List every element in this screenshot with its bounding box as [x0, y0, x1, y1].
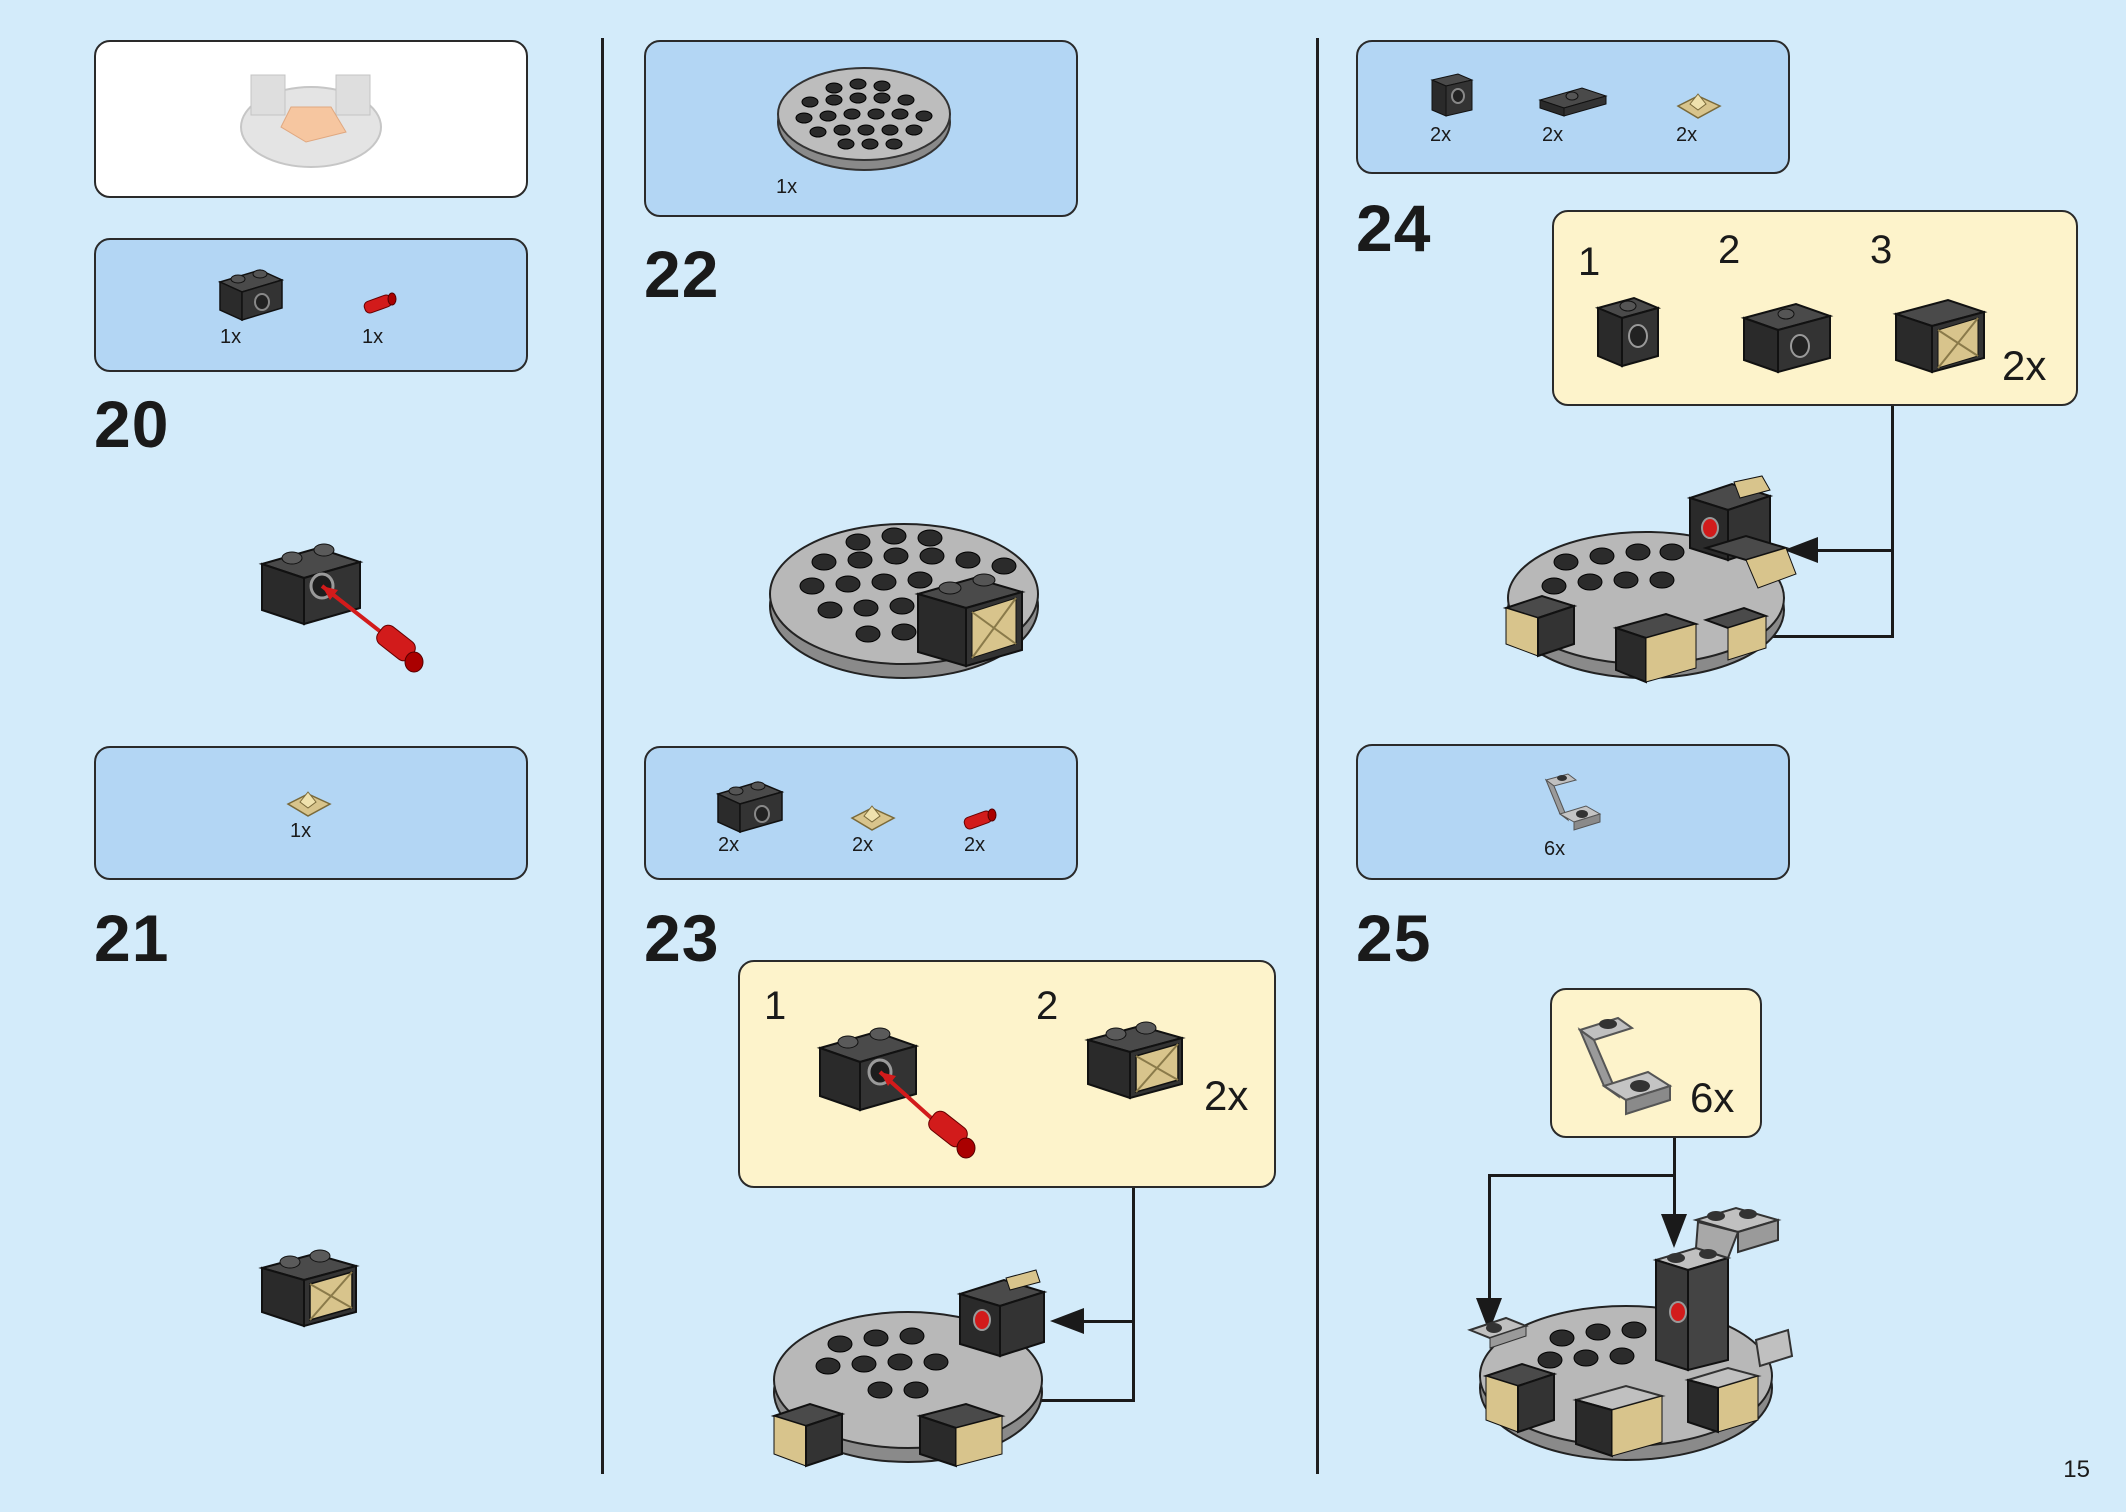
- step-number: 24: [1356, 191, 1432, 265]
- step-20-build-image: [258, 543, 424, 673]
- column-divider-left: [601, 38, 604, 1474]
- substep-1-image: [816, 1027, 976, 1159]
- step-number: 20: [94, 387, 170, 461]
- substep-multiplier: 2x: [1204, 1072, 1249, 1119]
- tan-pyramid-tile-icon: [850, 805, 896, 831]
- substep-2-image: [1084, 1021, 1186, 1100]
- part-qty: 2x: [852, 834, 874, 856]
- reference-model-box: [94, 40, 528, 198]
- arrow-down-icon: [1476, 1298, 1502, 1332]
- step-number: 21: [94, 901, 170, 975]
- substep-number: 2: [1036, 984, 1059, 1028]
- part-qty: 6x: [1544, 838, 1566, 860]
- tan-pyramid-tile-icon: [286, 791, 332, 817]
- step-21-parts-box: 1x: [94, 746, 528, 880]
- step-25-build-image: [1467, 1206, 1794, 1461]
- substep-number: 1: [764, 984, 787, 1028]
- part-qty: 1x: [220, 326, 242, 348]
- substep-number: 2: [1718, 228, 1741, 272]
- arrow-down-icon: [1661, 1214, 1687, 1248]
- callout-multiplier: 6x: [1690, 1074, 1735, 1121]
- substep-number: 3: [1870, 228, 1893, 272]
- step-24-subassembly-box: 1 2 3 2x: [1552, 210, 2078, 406]
- callout-line: [1700, 635, 1894, 638]
- part-qty: 2x: [718, 834, 740, 856]
- part-qty: 1x: [290, 820, 312, 842]
- substep-1-image: [1594, 296, 1662, 368]
- reference-model-image: [240, 74, 382, 168]
- part-qty: 2x: [1542, 124, 1564, 146]
- plate-1x2-icon: [1538, 87, 1608, 117]
- part-qty: 2x: [1430, 124, 1452, 146]
- part-qty: 2x: [1676, 124, 1698, 146]
- step-23-subassembly-box: 1 2 2x: [738, 960, 1276, 1188]
- step-22-build-image: [769, 523, 1039, 679]
- brick-1x2-technic-icon: [217, 269, 285, 322]
- column-divider-right: [1316, 38, 1319, 1474]
- substep-3-image: [1892, 298, 1988, 374]
- part-qty: 2x: [964, 834, 986, 856]
- gray-bracket-image: [1577, 1016, 1673, 1116]
- arrow-icon: [1784, 537, 1818, 563]
- step-22-parts-box: 1x: [644, 40, 1078, 217]
- step-number: 22: [644, 237, 720, 311]
- callout-line: [1488, 1174, 1491, 1302]
- substep-number: 1: [1578, 240, 1601, 284]
- step-25-callout-box: 6x: [1550, 988, 1762, 1138]
- substep-2-image: [1740, 302, 1834, 374]
- callout-line: [1673, 1138, 1676, 1218]
- step-23-parts-box: 2x 2x 2x: [644, 746, 1078, 880]
- callout-line: [1082, 1320, 1135, 1323]
- round-plate-icon: [777, 67, 951, 171]
- part-qty: 1x: [776, 176, 798, 198]
- step-25-parts-box: 6x: [1356, 744, 1790, 880]
- step-21-build-image: [258, 1249, 360, 1328]
- red-pin-icon: [363, 292, 397, 314]
- tan-pyramid-tile-icon: [1676, 93, 1722, 119]
- callout-line: [1816, 549, 1894, 552]
- bracket-brick-icon: [1430, 73, 1474, 117]
- brick-1x2-technic-icon: [715, 781, 785, 834]
- step-20-parts-box: 1x 1x: [94, 238, 528, 372]
- step-number: 23: [644, 901, 720, 975]
- callout-line: [1132, 1188, 1135, 1402]
- part-qty: 1x: [362, 326, 384, 348]
- step-number: 25: [1356, 901, 1432, 975]
- gray-bracket-icon: [1544, 773, 1602, 831]
- arrow-icon: [1050, 1308, 1084, 1334]
- step-24-parts-box: 2x 2x 2x: [1356, 40, 1790, 174]
- step-24-build-image: [1502, 475, 1797, 684]
- substep-multiplier: 2x: [2002, 342, 2047, 389]
- step-23-build-image: [770, 1269, 1048, 1468]
- callout-line: [1488, 1174, 1676, 1177]
- red-pin-icon: [963, 808, 997, 830]
- callout-line: [1891, 406, 1894, 638]
- page-number: 15: [2063, 1456, 2090, 1483]
